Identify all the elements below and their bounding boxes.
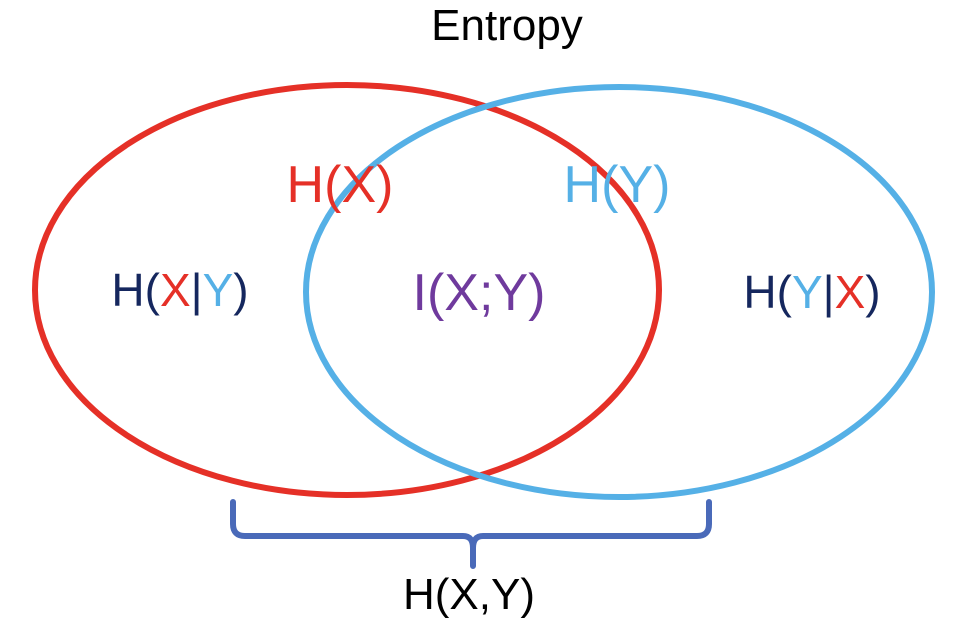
label-h-y-func: H [564, 156, 602, 214]
label-h-x-var: X [341, 156, 376, 214]
label-h-y-close: ) [653, 156, 670, 214]
label-h-x-given-y-a: X [160, 264, 191, 316]
label-h-x-given-y-close: ) [233, 264, 248, 316]
label-h-y-open: ( [601, 156, 619, 214]
label-h-x-open: ( [324, 156, 342, 214]
label-h-x-given-y: H(X|Y) [111, 264, 248, 316]
label-h-x: H(X) [287, 156, 394, 214]
label-h-x-given-y-bar: | [191, 264, 203, 316]
label-h-y: H(Y) [564, 156, 671, 214]
label-h-y-given-x: H(Y|X) [743, 266, 880, 318]
label-h-y-given-x-bar: | [823, 266, 835, 318]
label-h-y-given-x-a: Y [792, 266, 823, 318]
label-h-x-given-y-func: H [111, 264, 144, 316]
label-h-y-given-x-close: ) [865, 266, 880, 318]
label-h-x-given-y-open: ( [145, 264, 161, 316]
label-h-y-given-x-open: ( [777, 266, 793, 318]
label-h-y-given-x-b: X [835, 266, 866, 318]
circle-x [32, 82, 662, 498]
label-mutual-information: I(X;Y) [413, 264, 546, 322]
joint-entropy-brace [230, 499, 712, 569]
circle-y [303, 84, 935, 500]
label-h-y-given-x-func: H [743, 266, 776, 318]
label-h-y-var: Y [618, 156, 653, 214]
label-h-x-func: H [287, 156, 325, 214]
label-h-x-close: ) [376, 156, 393, 214]
diagram-title: Entropy [431, 1, 583, 50]
label-joint-entropy: H(X,Y) [403, 570, 535, 619]
label-h-x-given-y-b: Y [203, 264, 234, 316]
